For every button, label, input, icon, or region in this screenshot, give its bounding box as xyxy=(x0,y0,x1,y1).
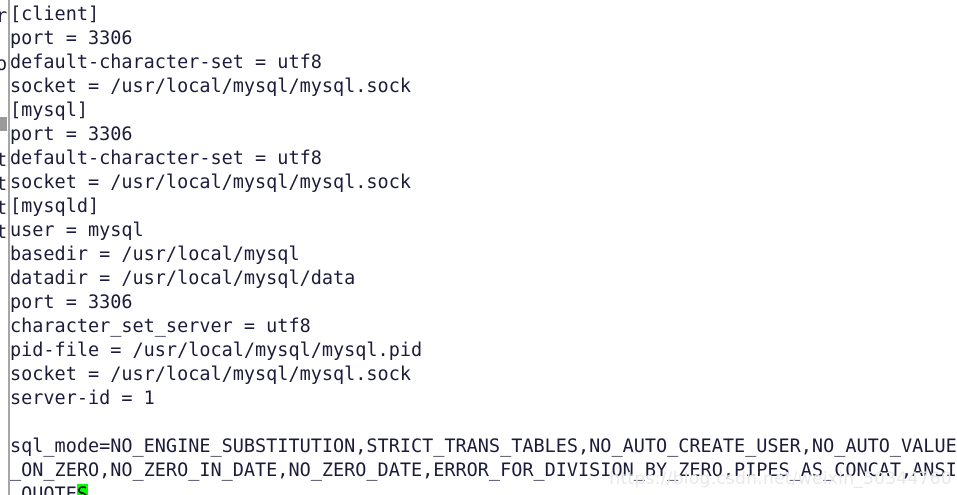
code-line[interactable]: default-character-set = utf8 xyxy=(10,52,322,73)
code-text-before-cursor: _QUOTE xyxy=(10,484,77,495)
text-pane[interactable]: [client] port = 3306 default-character-set… xyxy=(10,0,957,495)
code-line[interactable]: socket = /usr/local/mysql/mysql.sock xyxy=(10,172,411,193)
scrollbar-thumb[interactable] xyxy=(0,117,7,131)
code-line[interactable]: _ON_ZERO,NO_ZERO_IN_DATE,NO_ZERO_DATE,ER… xyxy=(10,460,957,481)
code-line[interactable]: basedir = /usr/local/mysql xyxy=(10,244,300,265)
text-cursor[interactable]: S xyxy=(76,484,88,495)
code-line[interactable]: pid-file = /usr/local/mysql/mysql.pid xyxy=(10,340,423,361)
code-line[interactable]: datadir = /usr/local/mysql/data xyxy=(10,268,356,289)
code-line-with-cursor[interactable]: _QUOTES xyxy=(10,483,957,495)
code-line[interactable]: default-character-set = utf8 xyxy=(10,148,322,169)
gutter-fragment: o xyxy=(0,54,8,75)
gutter-fragment: t xyxy=(0,174,8,195)
code-line[interactable]: sql_mode=NO_ENGINE_SUBSTITUTION,STRICT_T… xyxy=(10,436,957,457)
config-file-content[interactable]: [client] port = 3306 default-character-set… xyxy=(10,0,957,495)
code-line[interactable]: [mysql] xyxy=(10,100,88,121)
code-line[interactable]: socket = /usr/local/mysql/mysql.sock xyxy=(10,76,411,97)
code-line[interactable]: user = mysql xyxy=(10,220,144,241)
code-line[interactable]: [client] xyxy=(10,4,100,25)
code-line[interactable]: [mysqld] xyxy=(10,196,100,217)
code-line[interactable]: server-id = 1 xyxy=(10,388,155,409)
watermark-text: https://blog.csdn.net/weixin_50344760 xyxy=(609,469,952,489)
code-line[interactable]: character_set_server = utf8 xyxy=(10,316,311,337)
code-line-blank[interactable] xyxy=(10,411,957,435)
code-line[interactable]: port = 3306 xyxy=(10,124,133,145)
gutter-fragment: r xyxy=(0,6,8,27)
code-line[interactable]: socket = /usr/local/mysql/mysql.sock xyxy=(10,364,411,385)
gutter-fragment: t xyxy=(0,222,8,243)
gutter-fragment: t xyxy=(0,150,8,171)
gutter-fragment: t xyxy=(0,198,8,219)
code-line[interactable]: port = 3306 xyxy=(10,28,133,49)
code-line[interactable]: port = 3306 xyxy=(10,292,133,313)
pane-divider xyxy=(8,0,10,495)
